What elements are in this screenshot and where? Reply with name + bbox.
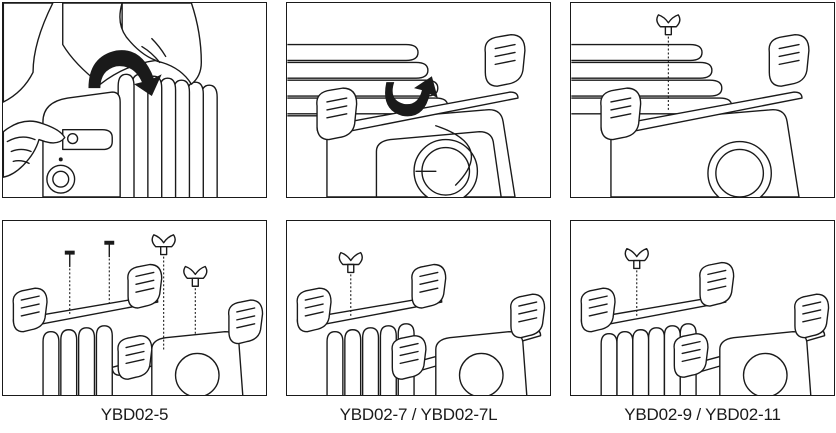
foot-front — [392, 336, 426, 380]
illustration-flip-heater — [3, 3, 266, 197]
foot-upper — [700, 263, 734, 307]
control-knob — [47, 165, 75, 193]
illustration-assembly-ybd02-7 — [287, 221, 550, 395]
screw-icon — [104, 241, 114, 257]
wingnut-icon — [657, 15, 680, 35]
foot-left — [13, 288, 47, 332]
wingnut-icon — [152, 235, 175, 255]
wingnut-icon — [625, 249, 648, 269]
illustration-insert-wingnut — [571, 3, 834, 197]
foot-left — [601, 88, 641, 139]
step-panel-4-assembly-5 — [2, 220, 267, 396]
radiator-fins — [43, 326, 112, 395]
thermostat-dial — [460, 353, 504, 395]
foot-right — [229, 300, 263, 344]
step-panel-2-turn-over — [286, 2, 551, 198]
step-panel-1-flip-heater — [2, 2, 267, 198]
foot-left — [297, 288, 331, 332]
foot-upper — [412, 265, 446, 309]
illustration-turn-over — [287, 3, 550, 197]
foot-upper — [128, 265, 162, 309]
illustration-assembly-ybd02-9 — [571, 221, 834, 395]
wingnut-icon — [339, 253, 362, 273]
foot-right — [511, 294, 545, 338]
right-hand — [122, 3, 201, 84]
step-panel-5-assembly-7 — [286, 220, 551, 396]
left-arm — [3, 3, 52, 102]
model-caption-ybd02-9: YBD02-9 / YBD02-11 — [570, 405, 835, 425]
illustration-assembly-ybd02-5 — [3, 221, 266, 395]
foot-right — [485, 35, 525, 86]
foot-front — [674, 334, 708, 378]
foot-front — [118, 336, 152, 380]
foot-left — [317, 88, 357, 139]
model-caption-ybd02-7: YBD02-7 / YBD02-7L — [286, 405, 551, 425]
radiator-fins — [118, 74, 217, 197]
model-caption-ybd02-5: YBD02-5 — [2, 405, 267, 425]
thermostat-dial — [176, 353, 220, 395]
radiator-fins-horizontal — [571, 45, 731, 114]
wingnut-icon — [184, 266, 207, 286]
foot-right — [769, 35, 809, 86]
step-panel-3-insert-wingnut — [570, 2, 835, 198]
screw-icon — [65, 251, 75, 267]
foot-left — [581, 288, 615, 332]
foot-right — [795, 294, 829, 338]
thermostat-dial — [744, 353, 788, 395]
step-panel-6-assembly-9 — [570, 220, 835, 396]
